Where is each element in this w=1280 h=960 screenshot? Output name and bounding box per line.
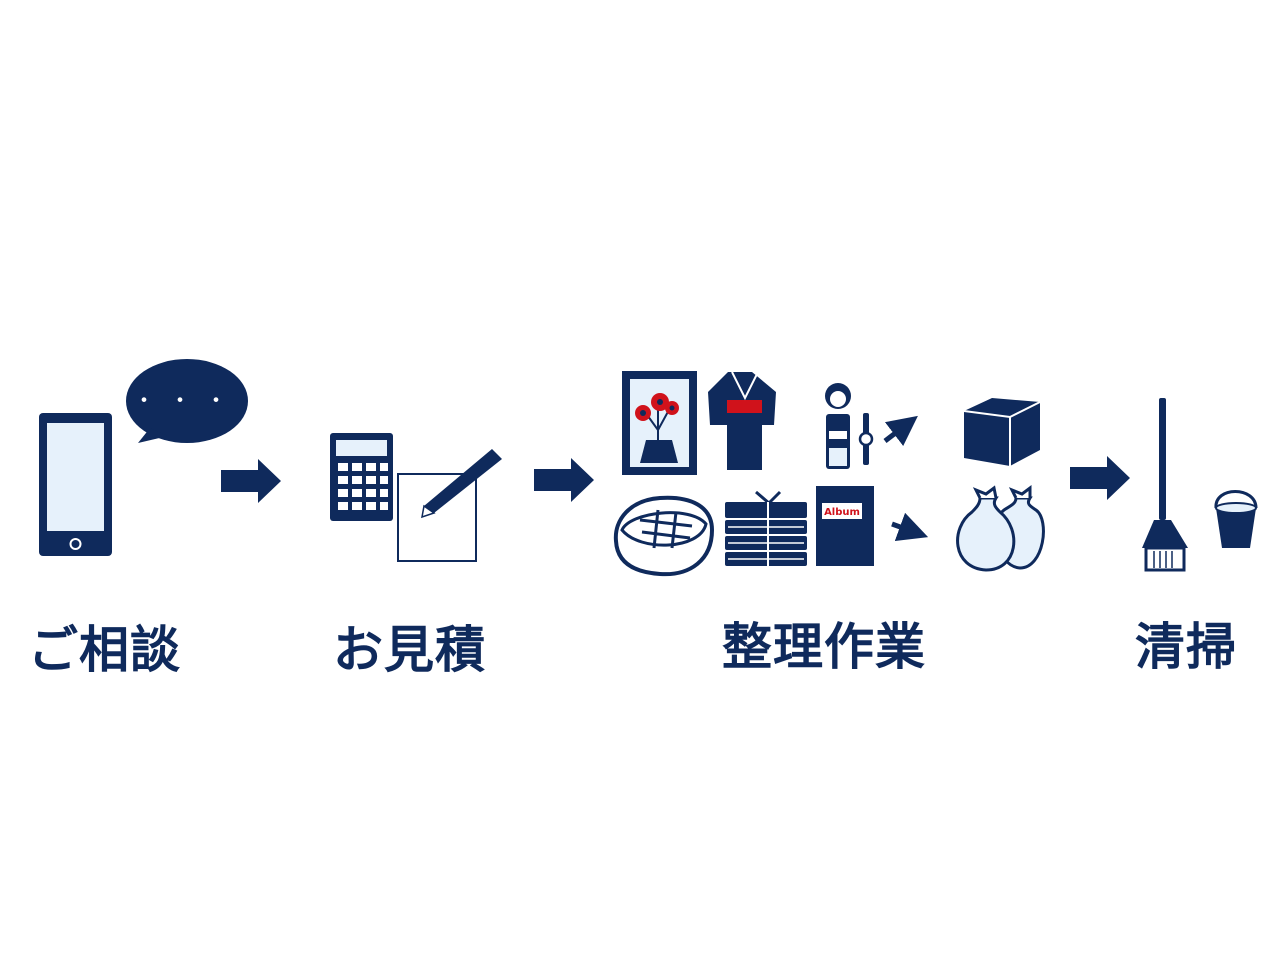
step-label-consultation: ご相談 <box>28 621 181 679</box>
futon-icon <box>613 495 715 577</box>
arrow-right-icon <box>1070 456 1130 500</box>
cardboard-box-icon <box>963 398 1041 466</box>
album-icon: Album <box>816 486 874 566</box>
step-label-sorting-work: 整理作業 <box>722 618 926 676</box>
step-label-cleaning: 清掃 <box>1135 618 1237 676</box>
album-label: Album <box>824 507 860 518</box>
doll-icon <box>825 383 851 469</box>
wristwatch-icon <box>858 413 874 465</box>
framed-flower-picture-icon <box>622 371 697 475</box>
step-label-estimate: お見積 <box>333 621 486 679</box>
arrow-right-icon <box>534 458 594 502</box>
arrow-right-icon <box>221 459 281 503</box>
speech-bubble-icon: ・・・ <box>126 359 248 443</box>
pencil-paper-icon <box>397 449 502 562</box>
garbage-bags-icon <box>956 485 1045 572</box>
kimono-icon <box>708 371 776 470</box>
bubble-dots: ・・・ <box>133 389 241 414</box>
arrow-right-small-icon <box>891 512 929 541</box>
smartphone-icon <box>39 413 112 556</box>
bucket-icon <box>1214 490 1258 548</box>
broom-icon <box>1142 398 1188 572</box>
calculator-icon <box>330 433 393 521</box>
arrow-up-right-icon <box>883 415 918 447</box>
books-bundle-icon <box>725 490 807 567</box>
